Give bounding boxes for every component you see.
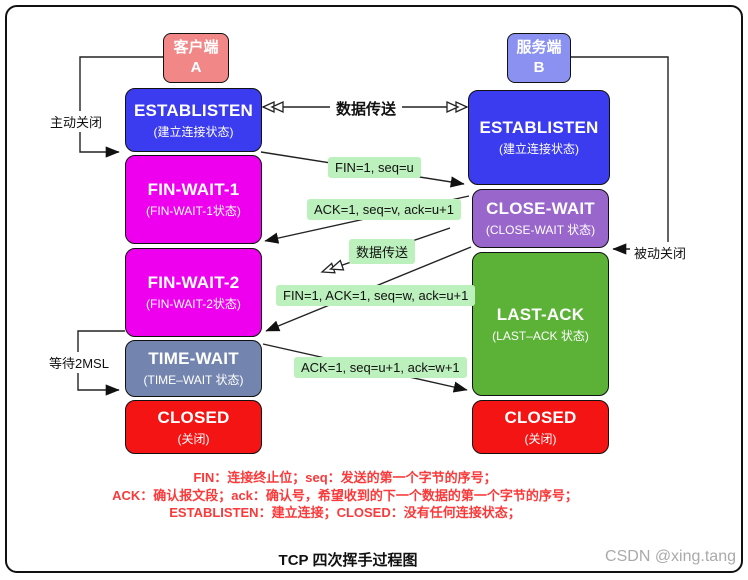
state-box-fin-wait-2: FIN-WAIT-2 (FIN-WAIT-2状态) [125,248,262,337]
state-subtitle: (关闭) [177,431,210,446]
state-subtitle: (建立连接状态) [499,142,579,156]
state-subtitle: (FIN-WAIT-1状态) [146,204,241,218]
active-close-label: 主动关闭 [46,111,107,132]
server-actor-box: 服务端 B [507,33,571,83]
passive-close-label: 被动关闭 [630,242,691,263]
client-actor-id: A [190,59,202,76]
ack1-message-label: ACK=1, seq=v, ack=u+1 [307,199,461,220]
state-subtitle: (TIME–WAIT 状态) [143,373,244,387]
client-actor-box: 客户端 A [163,33,229,83]
watermark: CSDN @xing.tang [605,548,736,565]
state-subtitle: (关闭) [524,431,557,446]
state-title: TIME-WAIT [148,349,239,368]
state-title: CLOSED [504,407,577,427]
state-subtitle: (CLOSE-WAIT 状态) [485,223,596,237]
fin-ack-message-label: FIN=1, ACK=1, seq=w, ack=u+1 [276,285,476,306]
state-title: FIN-WAIT-2 [147,273,240,292]
state-subtitle: (LAST–ACK 状态) [492,328,589,343]
legend-line-1: FIN：连接终止位；seq：发送的第一个字节的序号； [193,470,497,485]
data-transfer-mid-label: 数据传送 [349,239,416,264]
state-box-time-wait: TIME-WAIT (TIME–WAIT 状态) [125,340,262,397]
state-box-last-ack: LAST-ACK (LAST–ACK 状态) [472,252,609,396]
legend-line-2: ACK：确认报文段；ack：确认号，希望收到的下一个数据的第一个字节的序号； [112,487,578,503]
state-subtitle: (建立连接状态) [153,124,234,139]
state-box-server-establisten: ESTABLISTEN (建立连接状态) [468,90,610,185]
state-box-client-establisten: ESTABLISTEN (建立连接状态) [125,88,262,152]
client-actor-name: 客户端 [173,38,219,56]
state-box-fin-wait-1: FIN-WAIT-1 (FIN-WAIT-1状态) [125,155,262,244]
state-subtitle: (FIN-WAIT-2状态) [146,297,241,311]
legend-line-3: ESTABLISTEN：建立连接；CLOSED：没有任何连接状态； [169,505,521,520]
state-box-server-closed: CLOSED (关闭) [472,400,609,454]
state-box-client-closed: CLOSED (关闭) [125,400,262,454]
state-title: CLOSED [157,407,230,427]
legend-text: FIN：连接终止位；seq：发送的第一个字节的序号； ACK：确认报文段；ack… [30,469,660,522]
state-title: CLOSE-WAIT [486,199,595,218]
state-title: LAST-ACK [496,304,585,324]
state-title: ESTABLISTEN [479,118,599,137]
wait-2msl-label: 等待2MSL [45,352,113,373]
server-actor-id: B [533,59,545,76]
state-box-close-wait: CLOSE-WAIT (CLOSE-WAIT 状态) [472,189,609,248]
server-actor-name: 服务端 [516,38,562,56]
state-title: FIN-WAIT-1 [147,180,240,199]
state-title: ESTABLISTEN [133,100,253,120]
diagram-title: TCP 四次挥手过程图 [278,552,418,569]
data-transfer-top-label: 数据传送 [330,97,403,120]
ack2-message-label: ACK=1, seq=u+1, ack=w+1 [294,357,467,378]
fin-message-label: FIN=1, seq=u [328,157,421,178]
